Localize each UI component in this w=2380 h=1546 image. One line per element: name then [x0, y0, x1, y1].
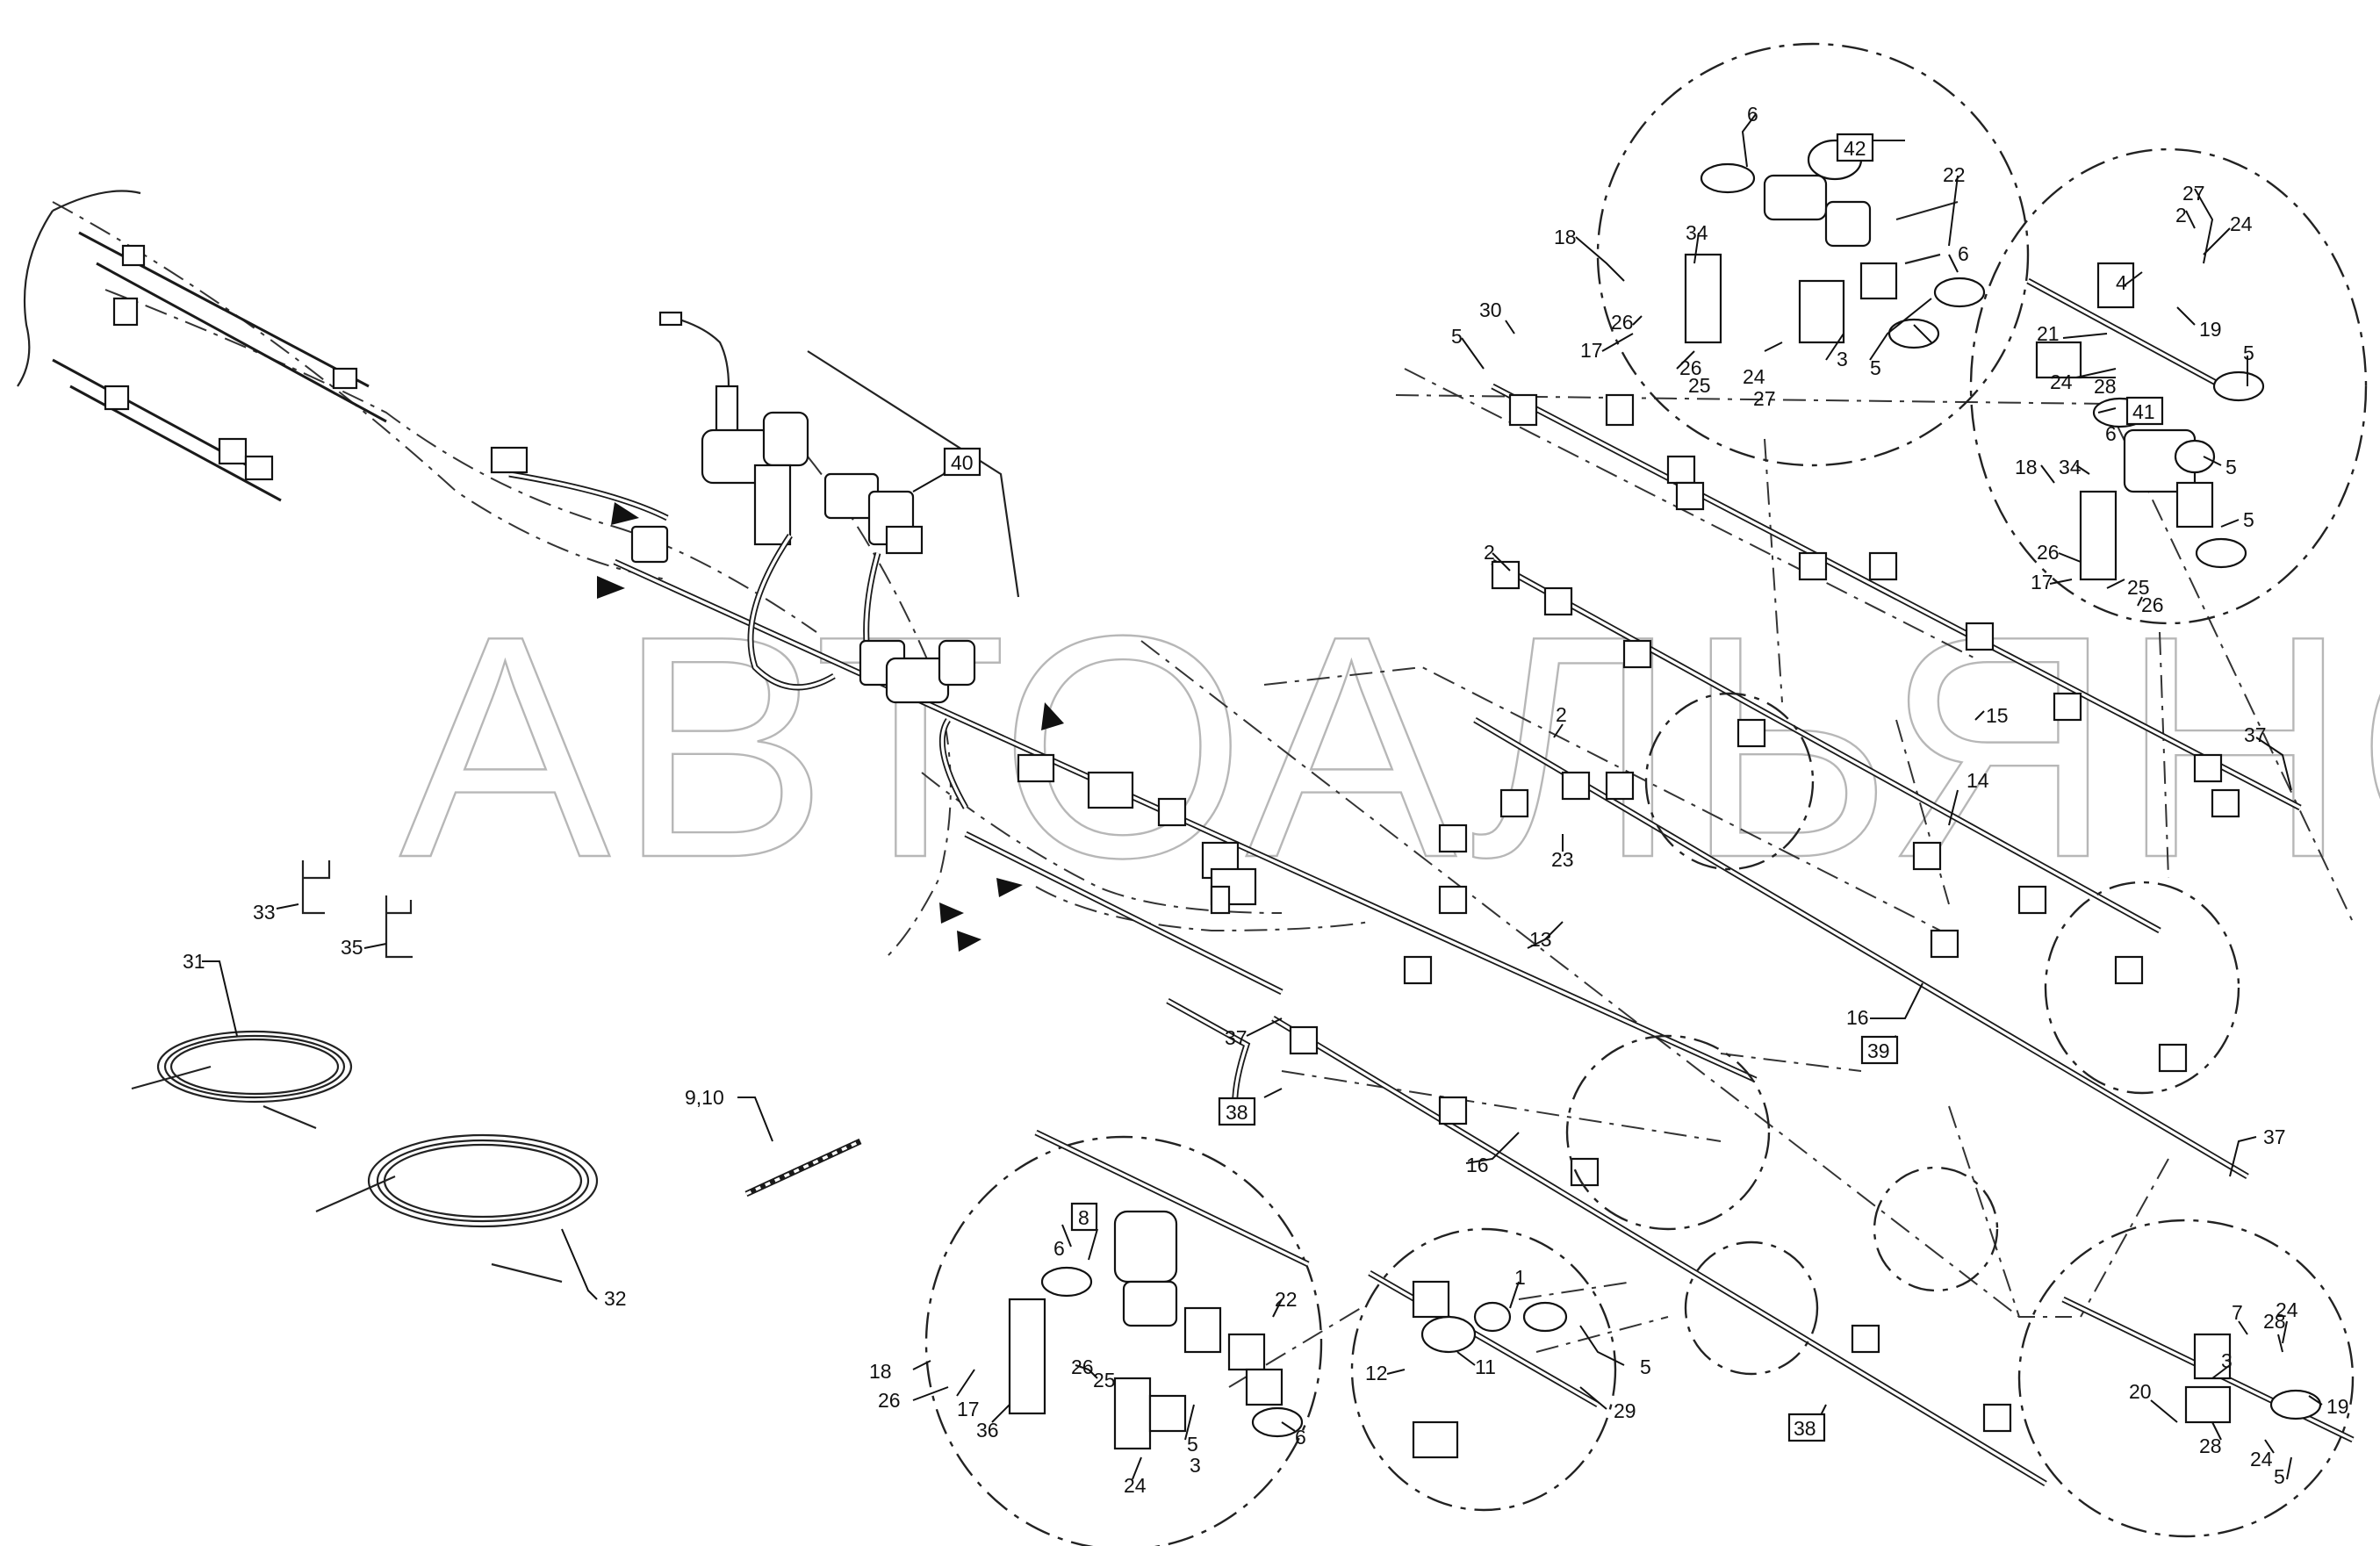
callout-16: 16 — [1466, 1154, 1489, 1176]
callout-5: 5 — [2225, 456, 2237, 478]
callout-12: 12 — [1365, 1362, 1388, 1384]
callout-17: 17 — [2031, 571, 2053, 593]
leader-lines — [202, 113, 2323, 1480]
callout-6: 6 — [1295, 1426, 1306, 1449]
callout-38: 38 — [1226, 1101, 1248, 1124]
callout-3: 3 — [1837, 348, 1848, 370]
callout-28: 28 — [2199, 1435, 2222, 1457]
central-valve-assembly — [490, 311, 1257, 915]
callout-19: 19 — [2199, 318, 2222, 341]
callout-5: 5 — [2274, 1465, 2285, 1488]
callout-37: 37 — [1225, 1026, 1248, 1049]
callout-24: 24 — [2230, 212, 2253, 235]
callout-13: 13 — [1529, 928, 1552, 951]
callout-2: 2 — [1556, 703, 1567, 726]
callout-5: 5 — [2243, 508, 2254, 531]
callout-24: 24 — [2250, 1448, 2273, 1470]
callout-17: 17 — [1580, 339, 1603, 362]
callout-25: 25 — [2127, 576, 2150, 599]
nozzle-bodies — [1289, 393, 2240, 1433]
callout-24: 24 — [2050, 370, 2073, 393]
callout-5: 5 — [1451, 325, 1463, 348]
callout-34: 34 — [1686, 221, 1708, 244]
callout-18: 18 — [1554, 226, 1577, 248]
callout-8: 8 — [1078, 1206, 1089, 1229]
callout-22: 22 — [1275, 1288, 1298, 1311]
callout-15: 15 — [1986, 704, 2009, 727]
callout-24: 24 — [2276, 1298, 2298, 1321]
callout-40: 40 — [951, 451, 974, 474]
callout-38: 38 — [1794, 1417, 1816, 1440]
callout-26: 26 — [1071, 1355, 1094, 1378]
callout-6: 6 — [2105, 422, 2117, 445]
callout-11: 11 — [1475, 1355, 1496, 1378]
flow-arrows — [597, 502, 1064, 952]
callout-7: 7 — [2232, 1301, 2243, 1324]
callout-2: 2 — [1484, 541, 1495, 564]
callout-32: 32 — [604, 1287, 627, 1310]
callout-29: 29 — [1614, 1399, 1636, 1422]
callout-1: 1 — [1514, 1266, 1526, 1289]
callout-labels: 6 42 22 18 34 6 30 26 17 5 26 25 24 27 3… — [183, 103, 2349, 1497]
callout-18: 18 — [869, 1360, 892, 1383]
callout-26: 26 — [1611, 311, 1634, 334]
callout-5: 5 — [1870, 356, 1881, 379]
callout-6: 6 — [1053, 1237, 1065, 1260]
callout-16: 16 — [1846, 1006, 1869, 1029]
callout-28: 28 — [2263, 1310, 2286, 1333]
callout-39: 39 — [1867, 1039, 1890, 1062]
callout-4: 4 — [2116, 271, 2127, 294]
callout-37: 37 — [2244, 723, 2267, 746]
callout-22: 22 — [1943, 163, 1966, 186]
callout-3: 3 — [2221, 1349, 2233, 1372]
callout-23: 23 — [1551, 848, 1574, 871]
callout-26: 26 — [2141, 593, 2164, 616]
callout-41: 41 — [2132, 400, 2155, 423]
callout-24: 24 — [1743, 365, 1765, 388]
callout-9-10: 9,10 — [685, 1086, 724, 1109]
detail-circles — [924, 42, 2368, 1546]
callout-3: 3 — [1190, 1454, 1201, 1477]
boxed-callout-frames — [943, 133, 2164, 1442]
callout-20: 20 — [2129, 1380, 2152, 1403]
callout-34: 34 — [2059, 456, 2082, 478]
callout-27: 27 — [2182, 182, 2205, 205]
callout-2: 2 — [2175, 204, 2187, 227]
callout-36: 36 — [976, 1419, 999, 1442]
callout-14: 14 — [1967, 769, 1989, 792]
callout-6: 6 — [1958, 242, 1969, 265]
callout-25: 25 — [1688, 374, 1711, 397]
detail-parts — [1008, 139, 2355, 1459]
callout-42: 42 — [1844, 137, 1866, 160]
callout-33: 33 — [253, 901, 276, 924]
callout-5: 5 — [1640, 1355, 1651, 1378]
callout-37: 37 — [2263, 1125, 2286, 1148]
callout-26: 26 — [1679, 356, 1702, 379]
left-boom-section — [17, 190, 387, 502]
callout-18: 18 — [2015, 456, 2038, 478]
callout-5: 5 — [2243, 342, 2254, 364]
boom-pipes — [613, 383, 2302, 1486]
callout-35: 35 — [341, 936, 363, 959]
callout-24: 24 — [1124, 1474, 1147, 1497]
callout-21: 21 — [2037, 322, 2060, 345]
callout-26: 26 — [2037, 541, 2060, 564]
callout-17: 17 — [957, 1398, 980, 1420]
watermark: АВТОАЛЬЯНС — [399, 571, 2380, 924]
callout-27: 27 — [1753, 387, 1776, 410]
callout-5: 5 — [1187, 1433, 1198, 1456]
callout-19: 19 — [2326, 1395, 2349, 1418]
callout-31: 31 — [183, 950, 205, 973]
loose-parts — [131, 860, 862, 1284]
callout-25: 25 — [1093, 1369, 1116, 1391]
callout-30: 30 — [1479, 298, 1502, 321]
callout-6: 6 — [1747, 103, 1758, 126]
callout-28: 28 — [2094, 375, 2117, 398]
callout-26: 26 — [878, 1389, 901, 1412]
